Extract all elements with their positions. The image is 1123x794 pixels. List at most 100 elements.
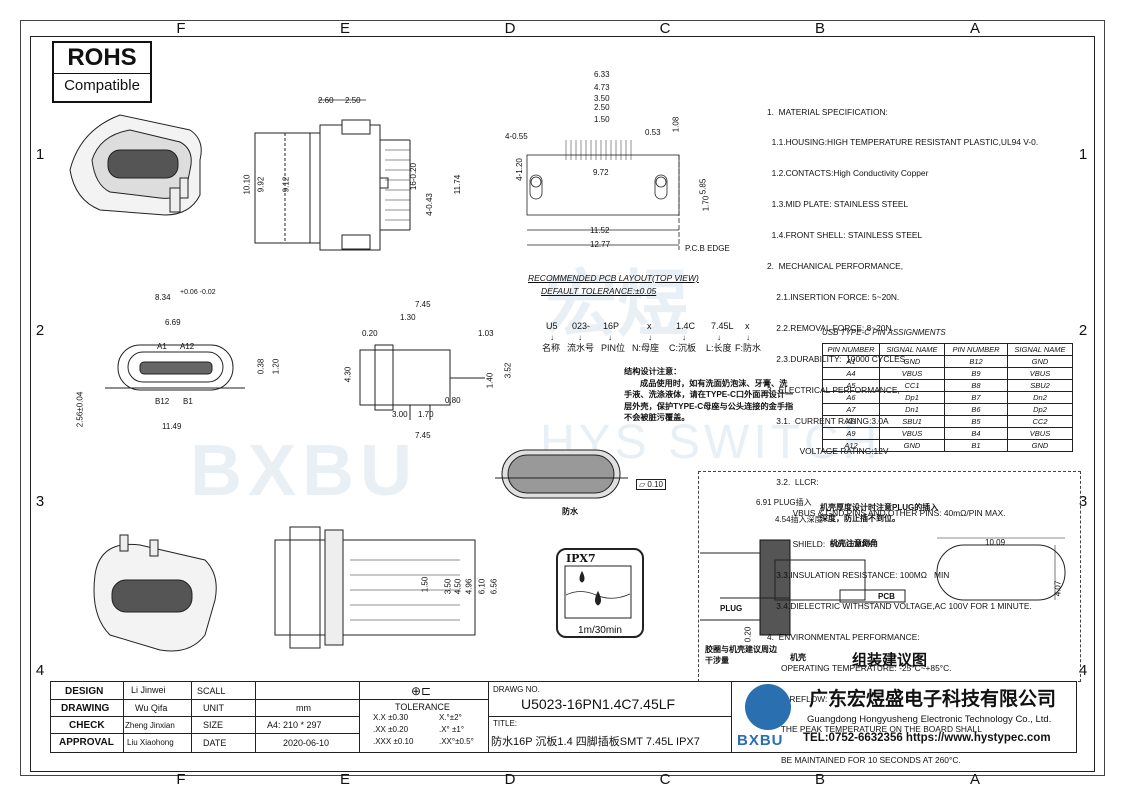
table-header: SIGNAL NAME — [1007, 343, 1073, 356]
spec-line: 1. MATERIAL SPECIFICATION: — [767, 106, 888, 117]
dim-label: 5.85 — [698, 178, 708, 195]
spec-line: VBUS & GND PINS AND OTHER PINS: 40mΩ/PIN… — [767, 508, 1006, 519]
part-code-desc: C:沉板 — [669, 343, 697, 353]
table-cell: B8 — [944, 379, 1008, 392]
spec-line: 3.2. LLCR: — [767, 477, 819, 488]
table-cell: VBUS — [1007, 427, 1073, 440]
table-cell: VBUS — [879, 427, 945, 440]
tolerance-title: TOLERANCE — [395, 702, 450, 712]
dim-label: 2.50 — [345, 96, 361, 105]
column-label: C — [659, 20, 671, 37]
dim-label: 4.30 — [343, 366, 353, 383]
drawing-title: 防水16P 沉板1.4 四脚插板SMT 7.45L IPX7 — [491, 736, 700, 748]
column-label: F — [176, 20, 186, 37]
drawing-number: U5023-16PN1.4C7.45LF — [521, 696, 676, 712]
tolerance-item: .X° ±1° — [439, 725, 465, 734]
dim-label: 1.08 — [671, 116, 681, 133]
tolerance-item: .XXX ±0.10 — [373, 737, 414, 746]
dim-label: 8.34 — [155, 293, 171, 302]
dim-label: 9.92 — [256, 176, 266, 193]
dim-label: 1.03 — [478, 329, 494, 338]
part-code-segment: 1.4C — [676, 321, 696, 331]
table-cell: B12 — [944, 355, 1008, 368]
table-cell: CC2 — [1007, 415, 1073, 428]
insert-depth-label: 4.54插入深度 — [775, 515, 823, 524]
table-cell: B4 — [944, 427, 1008, 440]
tolerance-item: X.°±2° — [439, 713, 462, 722]
dim-label: 6.56 — [489, 578, 499, 595]
table-cell: A6 — [822, 391, 880, 404]
dim-label: 12.77 — [590, 240, 611, 249]
column-label: D — [504, 771, 516, 788]
dim-label: 4-1.20 — [514, 158, 524, 181]
dim-label: 1.20 — [271, 358, 281, 375]
table-header: PIN NUMBER — [944, 343, 1008, 356]
row-label: 2 — [1078, 322, 1088, 339]
plug-depth-label: 6.91 PLUG插入 — [756, 498, 812, 507]
part-code-desc: PIN位 — [601, 343, 626, 353]
table-cell: Dp1 — [879, 391, 945, 404]
dim-label: A1 — [157, 342, 167, 351]
table-cell: B6 — [944, 403, 1008, 416]
company-logo-text: BXBU — [737, 732, 784, 749]
column-label: E — [339, 20, 350, 37]
table-header: PIN NUMBER — [822, 343, 880, 356]
plug-label: PLUG — [720, 604, 743, 613]
dim-label: 6.10 — [477, 578, 487, 595]
dim-label: 6.33 — [594, 70, 610, 79]
title-label: TITLE: — [493, 719, 518, 728]
table-cell: SBU2 — [1007, 379, 1073, 392]
tolerance-item: .XX ±0.20 — [373, 725, 409, 734]
spec-line: 1.4.FRONT SHELL: STAINLESS STEEL — [767, 230, 923, 241]
dim-label: 9.12 — [281, 176, 291, 193]
row-label: 3 — [35, 493, 45, 510]
row-label: 1 — [35, 146, 45, 163]
table-cell: SBU1 — [879, 415, 945, 428]
part-code-segment: U5 — [546, 321, 558, 331]
unit-value: mm — [296, 703, 311, 713]
spec-line: 4. ENVIRONMENTAL PERFORMANCE: — [767, 631, 920, 642]
ipx7-title: IPX7 — [566, 552, 596, 565]
dim-label: 6.69 — [165, 318, 181, 327]
table-cell: A8 — [822, 415, 880, 428]
drawer-name: Wu Qifa — [135, 703, 168, 713]
spec-line: 1.2.CONTACTS:High Conductivity Copper — [767, 168, 929, 179]
designer-name: Li Jinwei — [131, 685, 166, 695]
dim-label: 2.56±0.04 — [75, 391, 85, 428]
column-label: F — [176, 771, 186, 788]
down-arrow-icon: ↓ — [608, 333, 612, 342]
unit-label: UNIT — [203, 703, 224, 713]
part-code-segment: x — [745, 321, 750, 331]
parallelogram-icon: ▱ — [639, 480, 646, 489]
part-code-desc: 流水号 — [567, 343, 595, 353]
size-label: SIZE — [203, 720, 224, 730]
dim-label: 0.38 — [256, 358, 266, 375]
company-name-cn: 广东宏煜盛电子科技有限公司 — [809, 689, 1057, 710]
gasket-note: 胶圈与机壳建议周边干涉量 — [705, 645, 777, 665]
rohs-title: ROHS — [54, 43, 150, 74]
column-label: C — [659, 771, 671, 788]
waterproof-label: 防水 — [562, 507, 578, 516]
table-cell: GND — [1007, 355, 1073, 368]
design-note-body: 成品使用时，如有洗面奶泡沫、牙膏、洗手液、洗涤液体，请在TYPE-C口外面再设计… — [624, 378, 794, 423]
table-cell: Dn1 — [879, 403, 945, 416]
company-logo-icon — [745, 684, 791, 730]
outer-border — [20, 20, 1105, 776]
pcb-tolerance: DEFAULT TOLERANCE:±0.05 — [541, 286, 657, 296]
table-cell: VBUS — [1007, 367, 1073, 380]
dim-label: 1.40 — [485, 372, 495, 389]
dim-label: 4-0.55 — [505, 132, 528, 141]
table-cell: B1 — [944, 439, 1008, 452]
design-note: 结构设计注意： 成品使用时，如有洗面奶泡沫、牙膏、洗手液、洗涤液体，请在TYPE… — [624, 366, 794, 424]
row-label: 2 — [35, 322, 45, 339]
scale-label: SCALL — [197, 686, 226, 696]
spec-line: 2.2.REMOVAL FORCE: 8~20N. — [767, 322, 894, 333]
ipx7-badge: IPX7 1m/30min — [556, 548, 644, 638]
chamfer-label: 机壳注意倒角 — [830, 539, 878, 548]
tolerance-item: .XX°±0.5° — [439, 737, 474, 746]
spec-line: 3.4.DIELECTRIC WITHSTAND VOLTAGE,AC 100V… — [767, 600, 1032, 611]
